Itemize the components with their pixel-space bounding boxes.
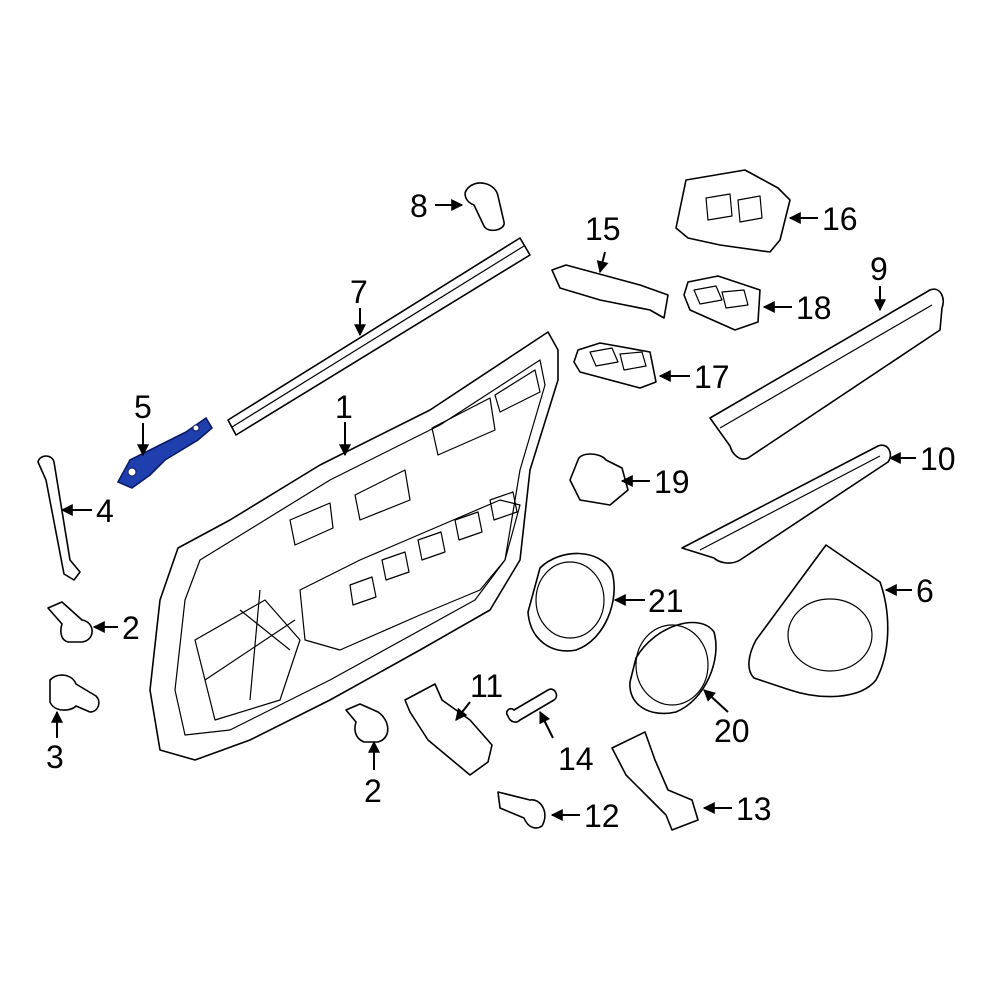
- clip-part-8: [464, 182, 505, 232]
- screw-part-12: [497, 791, 546, 829]
- pin-part-14: [505, 688, 558, 723]
- callout-2-left: 2: [122, 610, 140, 646]
- callout-1: 1: [335, 389, 353, 425]
- screw-part-3: [49, 674, 100, 713]
- callout-15: 15: [585, 211, 621, 247]
- switch-panel-part-16: [675, 169, 791, 253]
- trim-panel-part-9: [709, 288, 945, 460]
- callout-20: 20: [714, 713, 750, 749]
- bracket-part-4: [37, 455, 81, 581]
- window-switch-part-18: [683, 275, 761, 331]
- callout-11: 11: [470, 668, 503, 704]
- speaker-bracket-part-21: [527, 552, 615, 652]
- belt-molding-part: [227, 237, 531, 436]
- callout-14: 14: [558, 741, 594, 777]
- clip-part-2-left: [47, 601, 93, 643]
- callout-16: 16: [822, 201, 858, 237]
- callout-labels: 1 7 8 5 4 2 3 2 15 16 18 17 19 9 10 6 21…: [46, 188, 956, 834]
- callout-10: 10: [920, 441, 956, 477]
- callout-13: 13: [736, 791, 772, 827]
- callout-8: 8: [410, 188, 428, 224]
- callout-18: 18: [796, 290, 832, 326]
- callout-7: 7: [350, 274, 368, 310]
- speaker-bracket-part-20: [629, 621, 717, 715]
- bracket-part-11: [404, 683, 493, 776]
- callout-3: 3: [46, 739, 64, 775]
- callout-2-bottom: 2: [364, 773, 382, 809]
- clip-part-2-bottom: [345, 703, 389, 743]
- callout-17: 17: [694, 359, 730, 395]
- trim-panel-part-10: [681, 444, 892, 564]
- switch-part-19: [569, 453, 629, 506]
- callout-5: 5: [134, 389, 152, 425]
- callout-6: 6: [916, 573, 934, 609]
- leader-lines: [51, 199, 916, 821]
- callout-21: 21: [648, 583, 684, 619]
- callout-4: 4: [96, 493, 114, 529]
- callout-12: 12: [584, 798, 620, 834]
- door-panel-part: [149, 331, 559, 761]
- speaker-grille-part-6: [748, 544, 889, 698]
- switch-bezel-part-15: [551, 264, 669, 319]
- callout-9: 9: [870, 251, 888, 287]
- callout-19: 19: [654, 464, 690, 500]
- window-switch-part-17: [573, 342, 657, 389]
- bracket-part-13: [611, 731, 699, 831]
- bracket-part-5-highlighted: [116, 416, 214, 489]
